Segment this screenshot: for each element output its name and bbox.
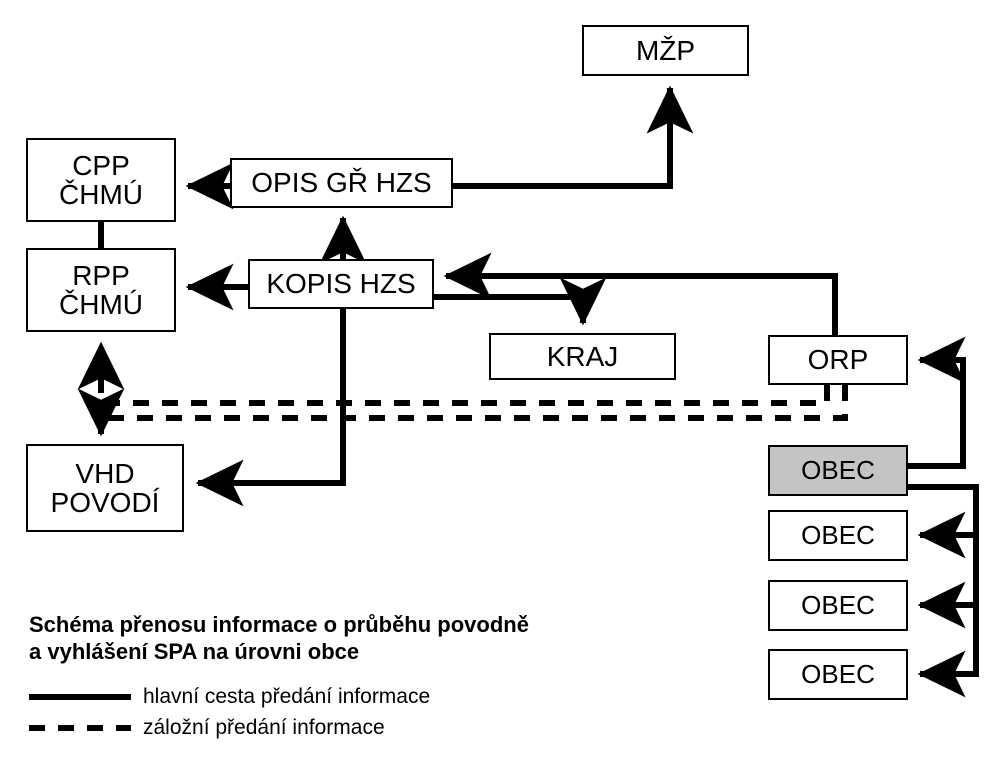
node-orp[interactable]: ORP <box>768 335 908 385</box>
edge-kopis-to-vhd <box>195 309 346 507</box>
node-kraj-label: KRAJ <box>546 340 619 372</box>
legend-label-dashed: záložní předání informace <box>143 716 385 739</box>
edge-obec1-to-obec4 <box>917 487 979 698</box>
node-cpp-chmu[interactable]: CPP ČHMÚ <box>26 138 176 222</box>
edge-orp-to-rpp-backup <box>77 341 830 406</box>
legend-label-solid: hlavní cesta předání informace <box>143 685 431 708</box>
edge-obec1-to-orp <box>908 336 966 469</box>
node-obec-4[interactable]: OBEC <box>768 649 908 700</box>
node-vhd-povodi[interactable]: VHD POVODÍ <box>26 444 184 532</box>
node-obec-2-label: OBEC <box>801 519 875 550</box>
node-rpp-chmu-label: RPP ČHMÚ <box>59 259 143 320</box>
node-obec-1[interactable]: OBEC <box>768 445 908 496</box>
node-obec-1-label: OBEC <box>801 454 875 485</box>
node-obec-2[interactable]: OBEC <box>768 510 908 561</box>
edge-opis-to-mzp <box>453 85 694 189</box>
node-cpp-chmu-label: CPP ČHMÚ <box>59 149 143 210</box>
node-vhd-povodi-label: VHD POVODÍ <box>50 457 160 518</box>
diagram-title: Schéma přenosu informace o průběhu povod… <box>29 612 529 664</box>
node-mzp[interactable]: MŽP <box>582 25 749 76</box>
node-opis-gr-hzs-label: OPIS GŘ HZS <box>251 167 432 199</box>
node-obec-3-label: OBEC <box>801 589 875 620</box>
edge-obec1-to-obec3 <box>917 487 979 629</box>
edge-obec1-to-vhd-backup <box>77 385 848 437</box>
node-kopis-hzs[interactable]: KOPIS HZS <box>248 259 434 309</box>
node-kopis-hzs-label: KOPIS HZS <box>266 268 416 300</box>
node-orp-label: ORP <box>807 344 869 376</box>
node-mzp-label: MŽP <box>635 34 696 66</box>
node-kraj[interactable]: KRAJ <box>489 333 676 380</box>
edge-orp-to-kopis <box>443 252 838 335</box>
edge-kopis-to-kraj <box>434 277 607 326</box>
node-rpp-chmu[interactable]: RPP ČHMÚ <box>26 248 176 332</box>
node-obec-3[interactable]: OBEC <box>768 580 908 631</box>
node-obec-4-label: OBEC <box>801 658 875 689</box>
edge-obec1-to-obec2 <box>908 484 979 559</box>
node-opis-gr-hzs[interactable]: OPIS GŘ HZS <box>230 158 453 208</box>
